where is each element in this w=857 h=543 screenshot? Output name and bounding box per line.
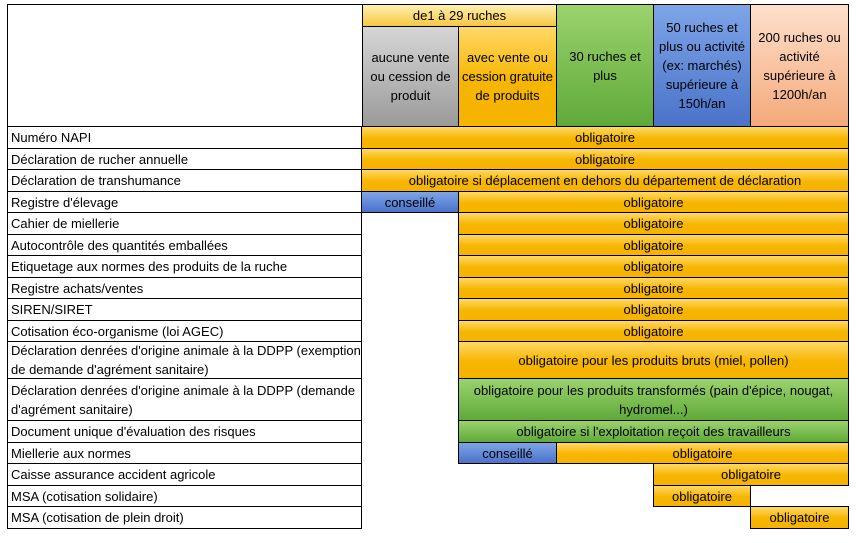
row-label-rucher-annuelle: Déclaration de rucher annuelle <box>7 148 362 170</box>
header-50-hives: 50 ruches et plus ou activité (ex: march… <box>653 4 751 127</box>
row-rucher-annuelle-value: obligatoire <box>361 148 849 170</box>
row-label-etiquetage: Etiquetage aux normes des produits de la… <box>7 255 362 278</box>
row-siren-value: obligatoire <box>458 298 849 321</box>
header-group-1-29: de1 à 29 ruches <box>362 4 557 27</box>
row-label-autocontrole: Autocontrôle des quantités emballées <box>7 234 362 256</box>
row-napi-value: obligatoire <box>361 126 849 149</box>
row-ddpp-agrement-value: obligatoire pour les produits transformé… <box>458 378 849 421</box>
header-30-hives: 30 ruches et plus <box>556 4 654 127</box>
header-corner <box>7 4 363 127</box>
row-label-msa-solidaire: MSA (cotisation solidaire) <box>7 485 362 507</box>
row-label-registre-achats: Registre achats/ventes <box>7 277 362 299</box>
row-label-ddpp-exemption: Déclaration denrées d'origine animale à … <box>7 341 362 379</box>
row-label-caisse-accident: Caisse assurance accident agricole <box>7 463 362 486</box>
row-label-cahier-miellerie: Cahier de miellerie <box>7 212 362 235</box>
row-msa-plein-droit-value: obligatoire <box>750 506 849 529</box>
row-eco-organisme-value: obligatoire <box>458 320 849 342</box>
row-autocontrole-value: obligatoire <box>458 234 849 256</box>
row-transhumance-value: obligatoire si déplacement en dehors du … <box>361 169 849 192</box>
row-label-msa-plein-droit: MSA (cotisation de plein droit) <box>7 506 362 529</box>
row-etiquetage-value: obligatoire <box>458 255 849 278</box>
header-200-hives: 200 ruches ou activité supérieure à 1200… <box>750 4 849 127</box>
row-label-document-unique: Document unique d'évaluation des risques <box>7 420 362 443</box>
row-document-unique-value: obligatoire si l'exploitation reçoit des… <box>458 420 849 443</box>
row-miellerie-normes-value: obligatoire <box>556 442 849 464</box>
row-label-transhumance: Déclaration de transhumance <box>7 169 362 192</box>
row-caisse-accident-value: obligatoire <box>653 463 849 486</box>
row-label-eco-organisme: Cotisation éco-organisme (loi AGEC) <box>7 320 362 342</box>
row-cahier-miellerie-value: obligatoire <box>458 212 849 235</box>
row-label-miellerie-normes: Miellerie aux normes <box>7 442 362 464</box>
row-msa-solidaire-value: obligatoire <box>653 485 751 507</box>
row-registre-elevage-advised: conseillé <box>361 191 459 213</box>
row-registre-elevage-value: obligatoire <box>458 191 849 213</box>
row-label-siren: SIREN/SIRET <box>7 298 362 321</box>
header-no-sale: aucune vente ou cession de produit <box>362 26 459 127</box>
row-ddpp-exemption-value: obligatoire pour les produits bruts (mie… <box>458 341 849 379</box>
row-label-napi: Numéro NAPI <box>7 126 362 149</box>
header-with-sale: avec vente ou cession gratuite de produi… <box>458 26 557 127</box>
row-label-registre-elevage: Registre d'élevage <box>7 191 362 213</box>
row-registre-achats-value: obligatoire <box>458 277 849 299</box>
row-label-ddpp-agrement: Déclaration denrées d'origine animale à … <box>7 378 362 421</box>
row-miellerie-normes-advised: conseillé <box>458 442 557 464</box>
